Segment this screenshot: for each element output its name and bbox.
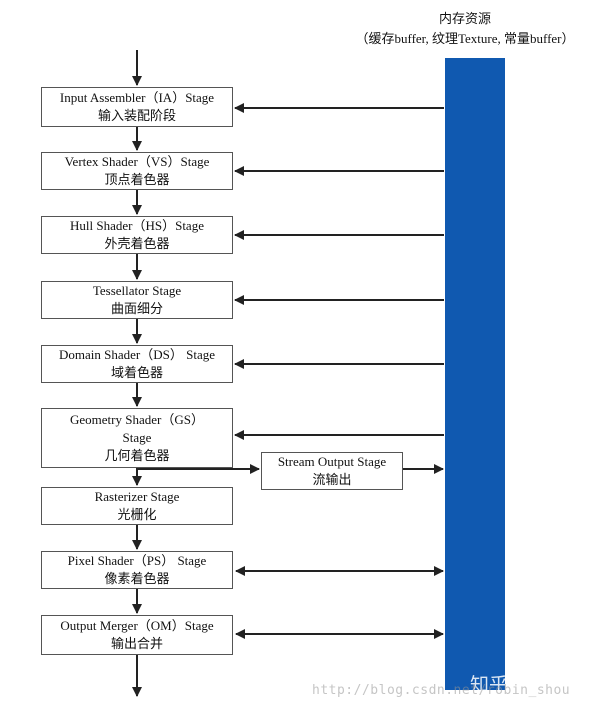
watermark-zhihu: 知乎 @菠萝皇 xyxy=(470,674,591,696)
stage-name: Output Merger（OM）Stage xyxy=(60,618,214,633)
stage-tessellator: Tessellator Stage 曲面细分 xyxy=(41,281,233,319)
stage-name: Input Assembler（IA）Stage xyxy=(59,90,215,105)
stage-name-zh: 光栅化 xyxy=(117,507,157,522)
memory-title-line2: （缓存buffer, 纹理Texture, 常量buffer） xyxy=(355,31,575,46)
memory-resources-title: 内存资源 （缓存buffer, 纹理Texture, 常量buffer） xyxy=(330,9,600,49)
stage-name: Vertex Shader（VS）Stage xyxy=(64,154,210,169)
stage-name-zh: 域着色器 xyxy=(110,365,163,380)
stage-name-zh: 输入装配阶段 xyxy=(97,108,176,123)
stage-name-zh: 像素着色器 xyxy=(104,571,170,586)
stage-stream-output: Stream Output Stage 流输出 xyxy=(261,452,403,490)
stage-name-cont: Stage xyxy=(122,430,152,445)
stage-name: Rasterizer Stage xyxy=(94,489,180,504)
memory-title-line1: 内存资源 xyxy=(438,11,491,26)
stage-name-zh: 曲面细分 xyxy=(110,301,163,316)
stage-name-zh: 外壳着色器 xyxy=(104,236,170,251)
stage-name: Hull Shader（HS）Stage xyxy=(70,218,204,233)
stage-name-zh: 顶点着色器 xyxy=(104,172,170,187)
stage-rasterizer: Rasterizer Stage 光栅化 xyxy=(41,487,233,525)
stage-name: Domain Shader（DS） Stage xyxy=(59,347,215,362)
stage-domain-shader: Domain Shader（DS） Stage 域着色器 xyxy=(41,345,233,383)
pipeline-arrows xyxy=(132,50,444,697)
stage-name-zh: 流输出 xyxy=(312,472,352,487)
stage-name-zh: 输出合并 xyxy=(110,636,163,651)
stage-input-assembler: Input Assembler（IA）Stage 输入装配阶段 xyxy=(41,87,233,127)
stage-pixel-shader: Pixel Shader（PS） Stage 像素着色器 xyxy=(41,551,233,589)
stage-name: Stream Output Stage xyxy=(277,454,387,469)
stage-name: Geometry Shader（GS） xyxy=(70,412,204,427)
memory-resources-bar xyxy=(445,58,505,690)
stage-name: Pixel Shader（PS） Stage xyxy=(67,553,207,568)
stage-geometry-shader: Geometry Shader（GS） Stage 几何着色器 xyxy=(41,408,233,468)
stage-vertex-shader: Vertex Shader（VS）Stage 顶点着色器 xyxy=(41,152,233,190)
stage-hull-shader: Hull Shader（HS）Stage 外壳着色器 xyxy=(41,216,233,254)
watermark-url: http://blog.csdn.net/robin_shou xyxy=(312,683,571,698)
stage-name-zh: 几何着色器 xyxy=(104,448,170,463)
stage-name: Tessellator Stage xyxy=(92,283,182,298)
stage-output-merger: Output Merger（OM）Stage 输出合并 xyxy=(41,615,233,655)
